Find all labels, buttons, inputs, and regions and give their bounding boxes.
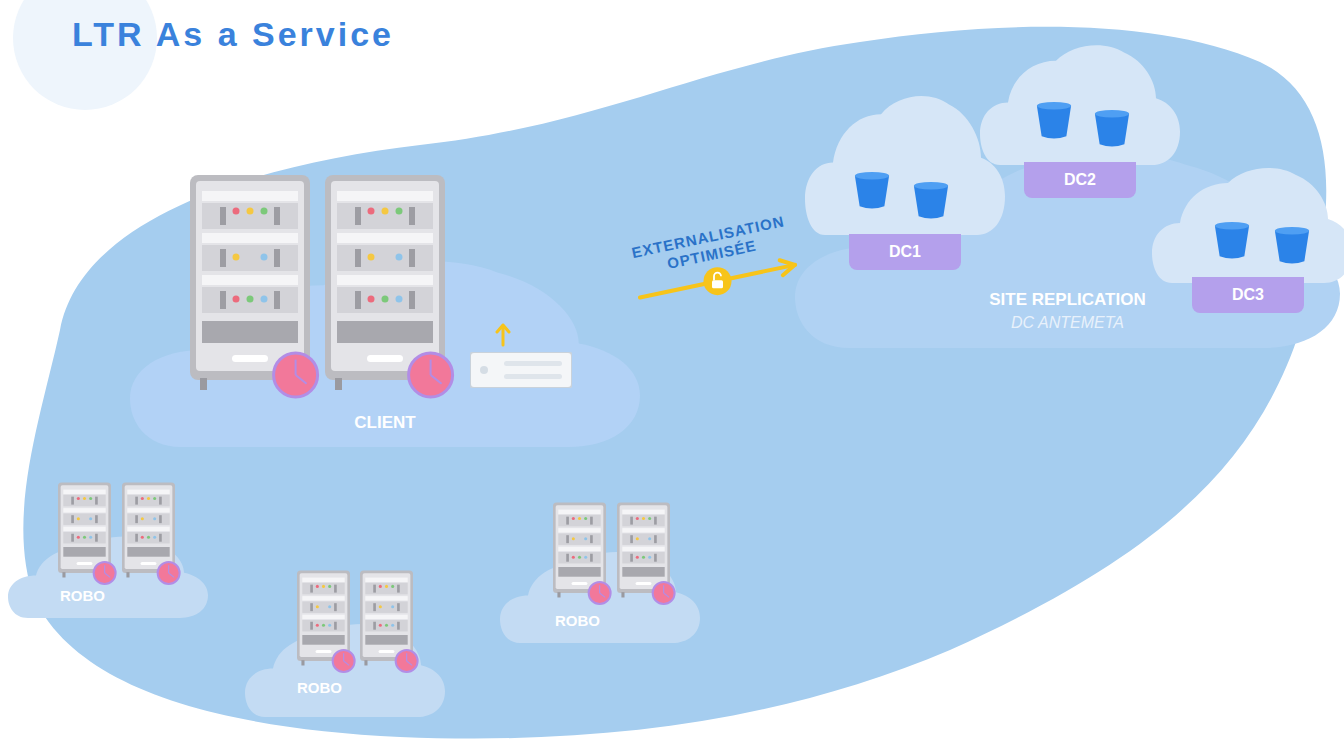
flow-arrow xyxy=(640,260,795,297)
storage-bucket xyxy=(1215,222,1249,259)
cloud-outline xyxy=(8,478,208,618)
storage-gauge xyxy=(274,353,318,397)
node-heading: ROBO xyxy=(297,678,342,698)
title-holder: LTR As a Service xyxy=(72,12,394,56)
storage-gauge xyxy=(653,582,675,604)
storage-bucket xyxy=(1095,110,1129,147)
storage-gauge xyxy=(396,650,418,672)
cloud-outline xyxy=(500,498,700,643)
node-heading: ROBO xyxy=(555,611,600,631)
datacenter-tab: DC1 xyxy=(849,234,961,270)
client-cloud: CLIENT xyxy=(130,165,640,447)
storage-gauge xyxy=(158,562,180,584)
gateway-appliance xyxy=(470,352,572,388)
datacenter-tab: DC2 xyxy=(1024,162,1136,198)
storage-bucket xyxy=(1037,102,1071,139)
storage-gauge xyxy=(94,562,116,584)
node-subheading: DC ANTEMETA xyxy=(1011,312,1124,334)
datacenter-cloud: DC1 xyxy=(805,90,1005,272)
lock-icon xyxy=(704,267,732,295)
cloud-outline xyxy=(130,165,640,447)
datacenter-cloud: DC2 xyxy=(980,40,1180,200)
storage-bucket xyxy=(855,172,889,209)
storage-gauge xyxy=(589,582,611,604)
upload-arrow xyxy=(497,325,509,345)
node-heading: SITE REPLICATION xyxy=(989,289,1145,312)
storage-gauge xyxy=(409,353,453,397)
node-heading: CLIENT xyxy=(354,412,415,435)
robo-cloud: ROBO xyxy=(8,478,208,618)
background-blob xyxy=(23,27,1326,739)
site-replication-cloud: SITE REPLICATIONDC ANTEMETA DC1 DC2DC3 xyxy=(795,40,1340,348)
robo-cloud: ROBO xyxy=(245,565,445,717)
diagram-title: LTR As a Service xyxy=(72,12,394,56)
datacenter-cloud: DC3 xyxy=(1152,163,1344,315)
storage-bucket xyxy=(1275,227,1309,264)
datacenter-tab: DC3 xyxy=(1192,277,1304,313)
storage-gauge xyxy=(333,650,355,672)
node-heading: ROBO xyxy=(60,586,105,606)
cloud-outline xyxy=(245,565,445,717)
robo-cloud: ROBO xyxy=(500,498,700,643)
storage-bucket xyxy=(914,182,948,219)
